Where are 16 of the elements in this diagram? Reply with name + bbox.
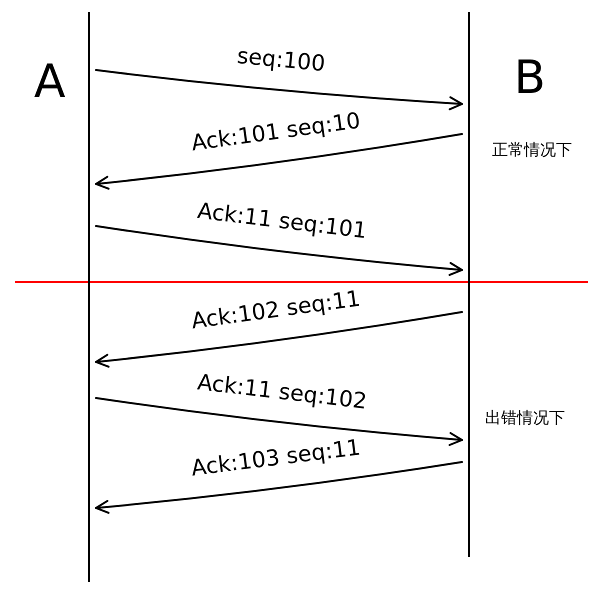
section-note: 出错情况下: [485, 408, 565, 428]
edge-label: Ack:11 seq:102: [196, 372, 368, 415]
edge-label: Ack:101 seq:10: [190, 110, 362, 157]
edge-label: Ack:103 seq:11: [190, 436, 362, 482]
edge-label: Ack:102 seq:11: [190, 288, 362, 335]
edge-label: seq:100: [236, 45, 326, 78]
message-arrow: [95, 69, 463, 110]
edge-label: Ack:11 seq:101: [196, 200, 368, 244]
message-arrow: [95, 397, 463, 446]
message-arrow: [95, 225, 463, 276]
message-arrow: [95, 461, 463, 514]
participant-label: A: [34, 56, 66, 106]
participant-label: B: [514, 52, 546, 102]
section-note: 正常情况下: [492, 140, 572, 160]
message-arrow: [95, 311, 463, 368]
message-arrow: [95, 133, 463, 190]
